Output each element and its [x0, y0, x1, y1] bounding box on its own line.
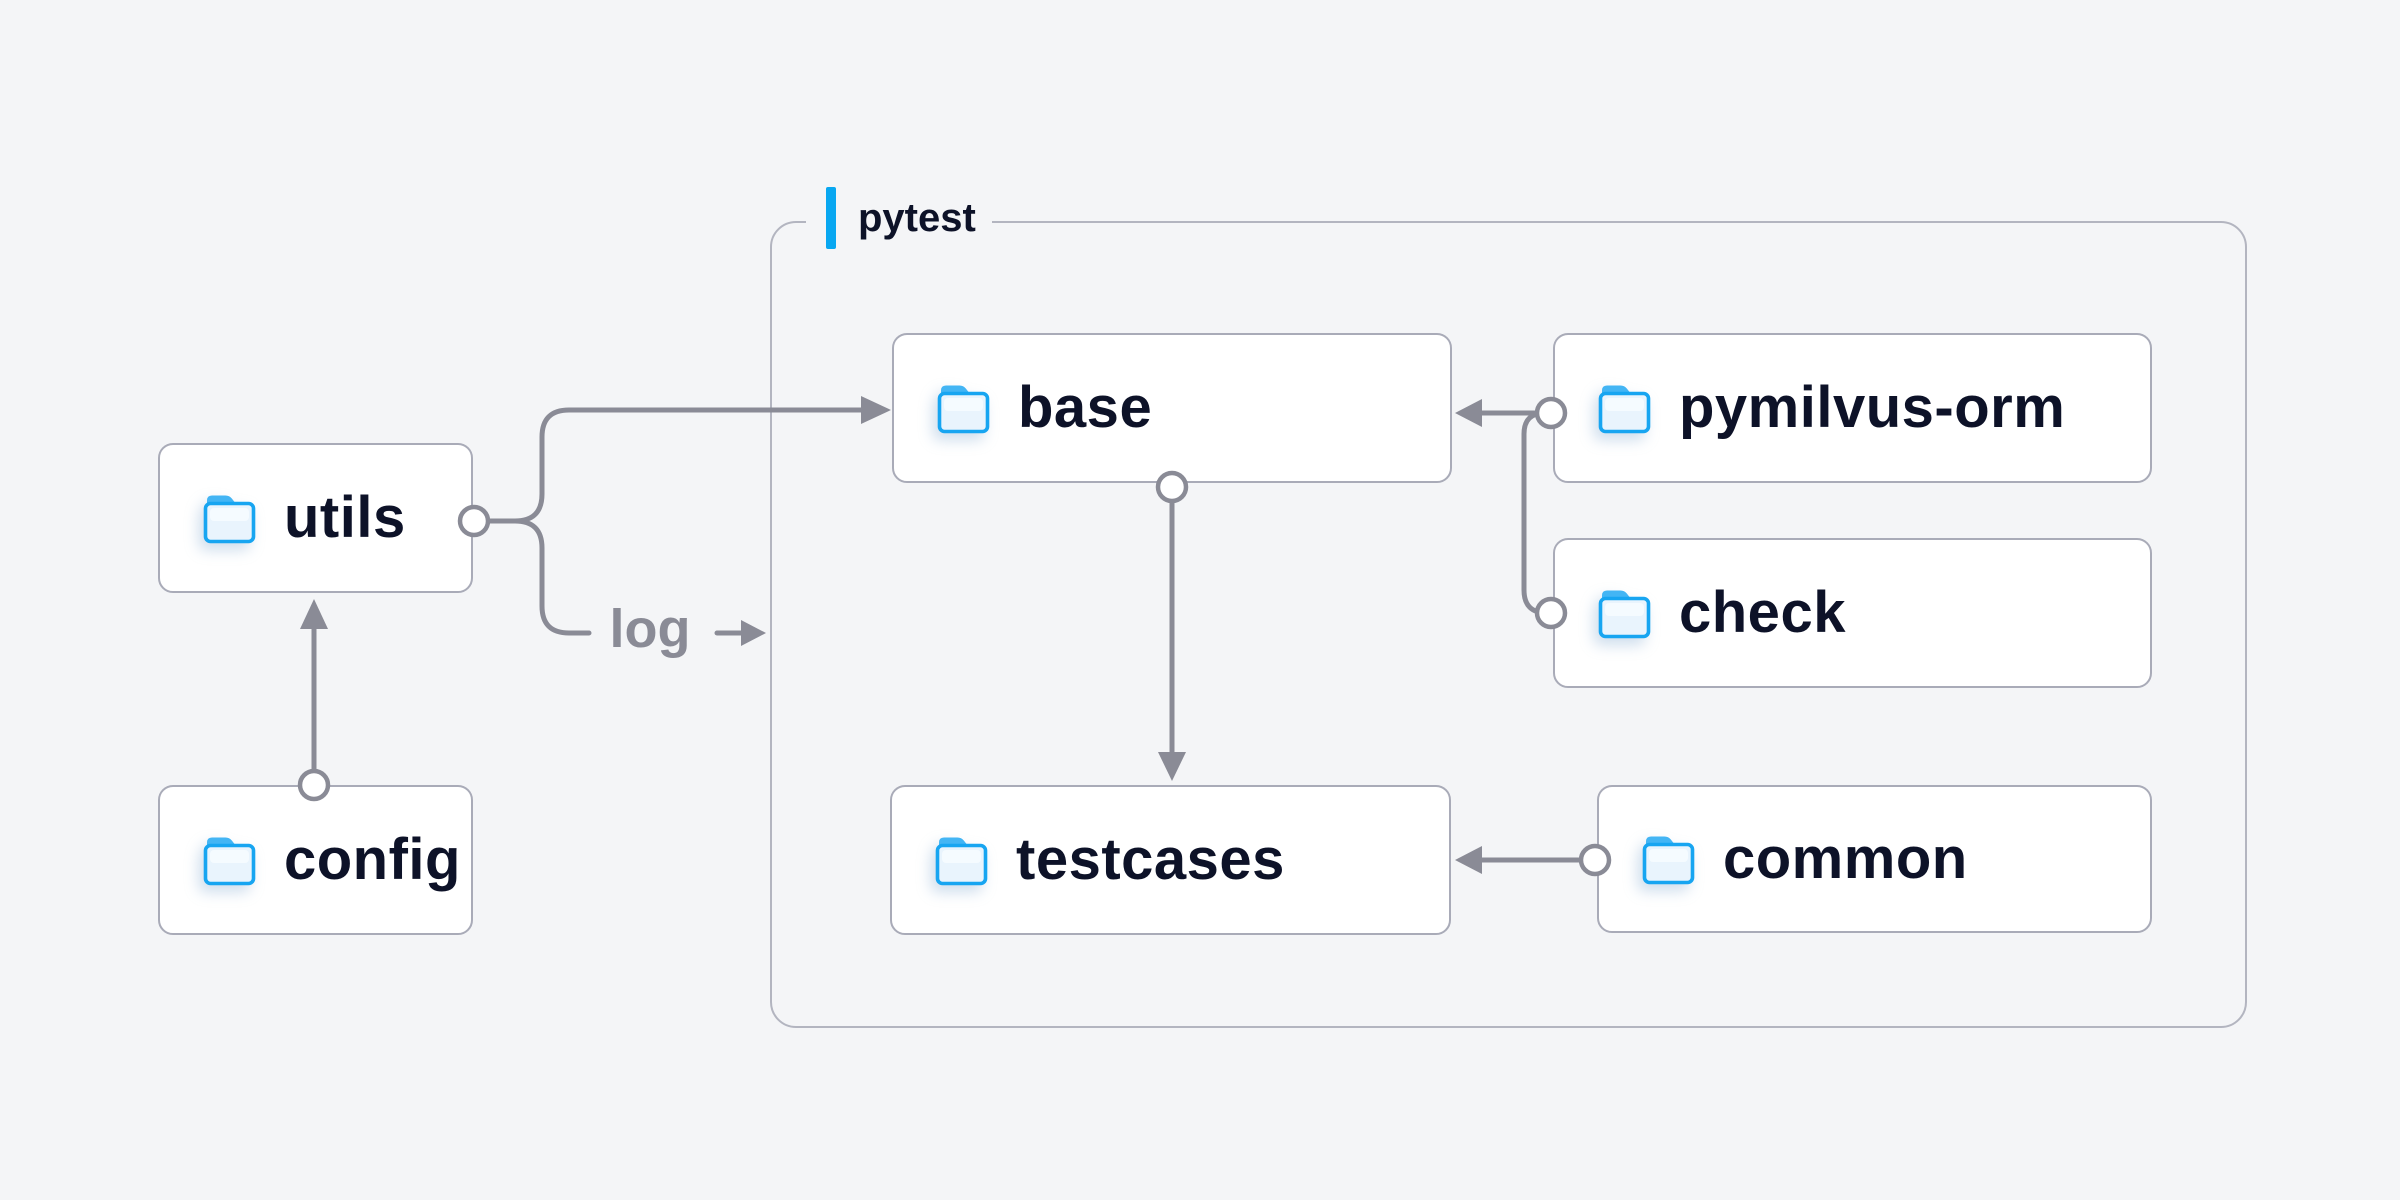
node-label: utils — [284, 485, 406, 550]
node-label: check — [1679, 580, 1846, 645]
folder-icon — [203, 837, 256, 886]
node-pymilvus-orm: pymilvus-orm — [1553, 333, 2152, 483]
folder-icon — [1642, 836, 1695, 885]
node-utils: utils — [158, 443, 473, 593]
folder-icon — [1598, 590, 1651, 639]
node-check: check — [1553, 538, 2152, 688]
pytest-group-label: pytest — [806, 178, 992, 258]
pytest-group-container — [770, 221, 2247, 1028]
node-label: config — [284, 827, 461, 892]
folder-icon — [203, 495, 256, 544]
accent-bar-icon — [826, 187, 836, 249]
group-title: pytest — [858, 196, 976, 240]
node-label: base — [1018, 375, 1153, 440]
node-base: base — [892, 333, 1452, 483]
folder-icon — [935, 837, 988, 886]
node-testcases: testcases — [890, 785, 1451, 935]
edge-utils-log — [484, 518, 592, 636]
folder-icon — [1598, 385, 1651, 434]
node-label: pymilvus-orm — [1679, 375, 2066, 440]
node-label: common — [1723, 826, 1968, 891]
node-config: config — [158, 785, 473, 935]
node-label: testcases — [1016, 827, 1285, 892]
arrowhead-right-icon — [741, 620, 766, 646]
edge-label-log: log — [609, 599, 691, 659]
arrowhead-up-icon — [300, 599, 328, 629]
node-common: common — [1597, 785, 2152, 933]
folder-icon — [937, 385, 990, 434]
